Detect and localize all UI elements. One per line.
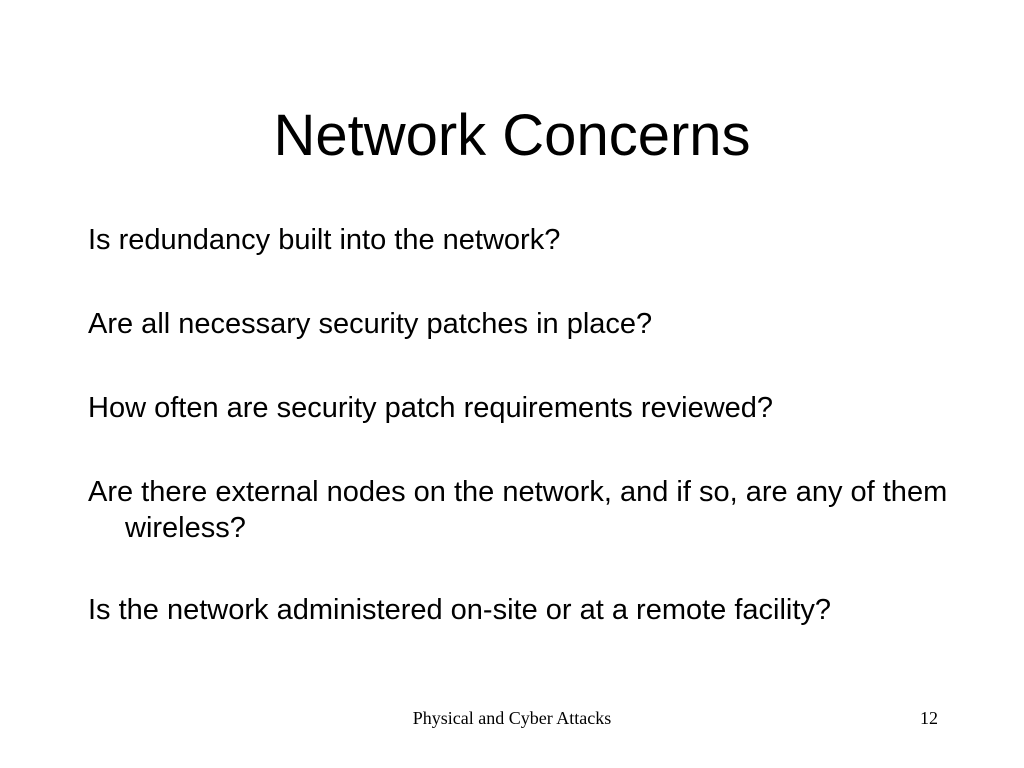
slide-title: Network Concerns [273,103,751,168]
bullet-item: Are there external nodes on the network,… [88,476,948,544]
bullet-item: Is redundancy built into the network? [88,224,561,256]
bullet-item: Are all necessary security patches in pl… [88,308,653,340]
bullet-item: Is the network administered on-site or a… [88,594,832,626]
page-number: 12 [920,708,938,728]
footer-title: Physical and Cyber Attacks [412,708,612,728]
bullet-list: Is redundancy built into the network? Ar… [88,222,948,676]
bullet-item: How often are security patch requirement… [88,392,774,424]
